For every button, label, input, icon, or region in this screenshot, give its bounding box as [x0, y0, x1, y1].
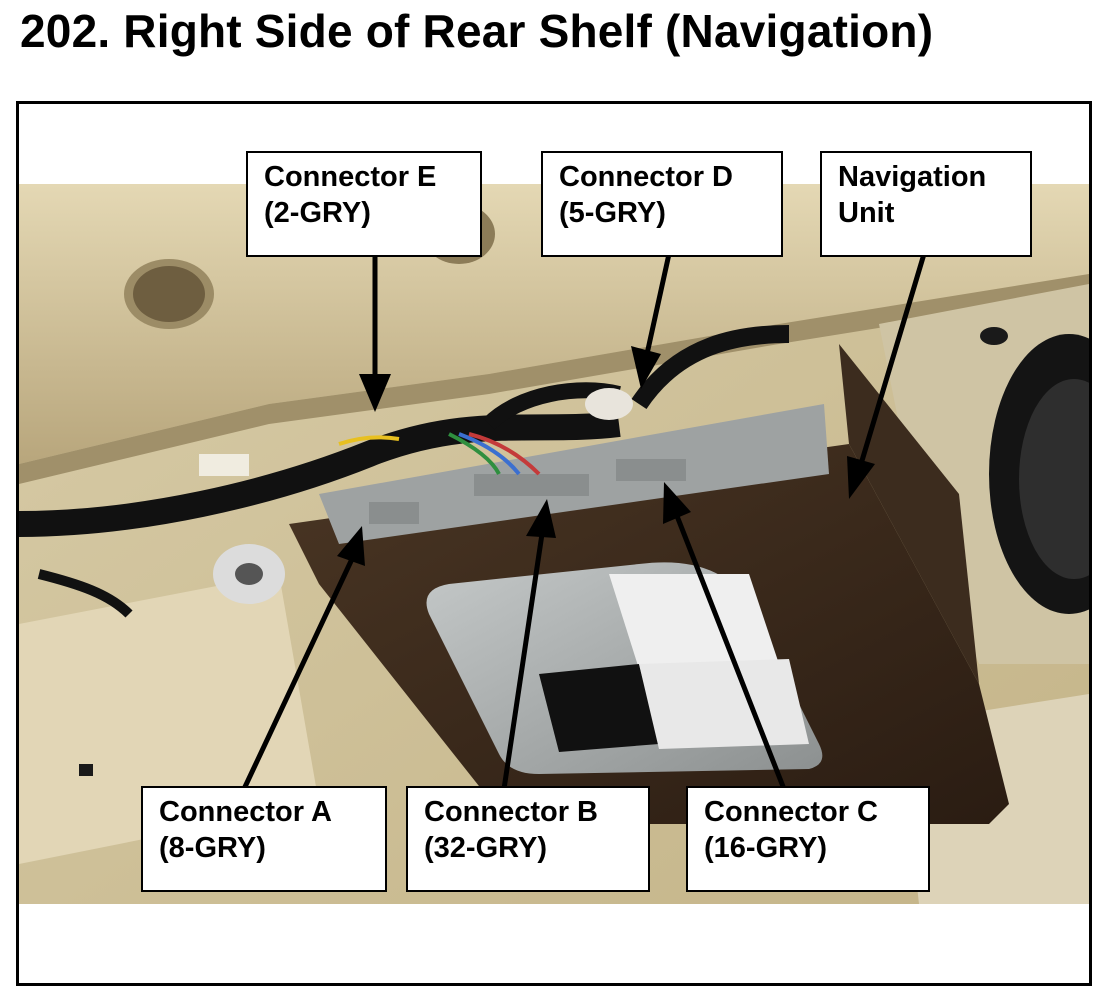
callout-connector-c: Connector C (16-GRY): [686, 786, 930, 892]
callout-connector-b-spec: (32-GRY): [424, 832, 547, 864]
callout-connector-e-title: Connector E: [264, 161, 437, 193]
callout-connector-a-title: Connector A: [159, 796, 332, 828]
callout-connector-d: Connector D (5-GRY): [541, 151, 783, 257]
page-title: 202. Right Side of Rear Shelf (Navigatio…: [20, 5, 934, 57]
callout-connector-b-title: Connector B: [424, 796, 598, 828]
connector-a-plug: [369, 502, 419, 524]
callout-connector-e: Connector E (2-GRY): [246, 151, 482, 257]
callout-arrows: [241, 253, 927, 791]
wire-harness: [19, 411, 621, 537]
callout-connector-c-title: Connector C: [704, 796, 878, 828]
callout-connector-e-spec: (2-GRY): [264, 197, 371, 229]
callout-connector-a: Connector A (8-GRY): [141, 786, 387, 892]
callout-connector-c-spec: (16-GRY): [704, 832, 827, 864]
connector-b-plug: [474, 474, 589, 496]
callout-navigation-unit-title: Navigation: [838, 161, 987, 193]
callout-navigation-unit-subtitle: Unit: [838, 197, 895, 229]
callout-connector-a-spec: (8-GRY): [159, 832, 266, 864]
installation-photo: [19, 104, 1089, 983]
callout-connector-d-title: Connector D: [559, 161, 733, 193]
connector-c-plug: [616, 459, 686, 481]
callout-connector-b: Connector B (32-GRY): [406, 786, 650, 892]
callout-connector-d-spec: (5-GRY): [559, 197, 666, 229]
photo-frame: Connector E (2-GRY) Connector D (5-GRY) …: [16, 101, 1092, 986]
callout-navigation-unit: Navigation Unit: [820, 151, 1032, 257]
